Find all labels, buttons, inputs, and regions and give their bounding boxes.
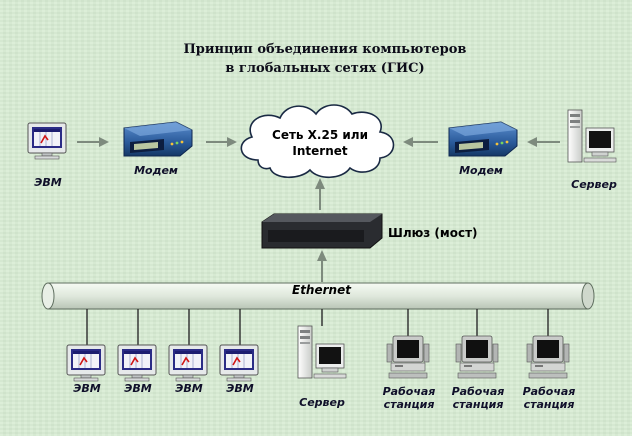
workstation-label-line-1: Рабочая (451, 385, 505, 398)
evm-label-2: ЭВМ (124, 382, 152, 395)
workstation-icon (455, 335, 499, 379)
arrow-icon (315, 178, 325, 189)
monitor-icon (168, 344, 208, 382)
workstation-label-line-2: станция (383, 398, 435, 411)
arrow-icon (527, 137, 537, 147)
cloud-label-line-2: Internet (292, 144, 348, 158)
workstation-label-2: Рабочая станция (447, 385, 509, 411)
arrow-icon (227, 137, 237, 147)
arrow-icon (317, 250, 327, 261)
monitor-icon (66, 344, 106, 382)
modem-label-left: Модем (134, 164, 178, 177)
workstation-icon (386, 335, 430, 379)
evm-label-3: ЭВМ (175, 382, 203, 395)
title-line-1: Принцип объединения компьютеров (183, 42, 467, 57)
monitor-icon (219, 344, 259, 382)
modem-label-right: Модем (459, 164, 503, 177)
workstation-label-line-2: станция (452, 398, 504, 411)
ethernet-bus (41, 282, 595, 310)
workstation-label-line-2: станция (523, 398, 575, 411)
modem-icon (123, 121, 193, 157)
ethernet-label: Ethernet (292, 283, 351, 297)
title-line-2: в глобальных сетях (ГИС) (225, 61, 425, 76)
evm-label-4: ЭВМ (226, 382, 254, 395)
evm-label-top: ЭВМ (34, 176, 62, 189)
server-label-top: Сервер (571, 178, 617, 191)
server-label-bottom: Сервер (299, 396, 345, 409)
tower-server-icon (567, 109, 617, 163)
evm-label-1: ЭВМ (73, 382, 101, 395)
workstation-label-3: Рабочая станция (518, 385, 580, 411)
modem-icon (448, 121, 518, 157)
workstation-label-1: Рабочая станция (378, 385, 440, 411)
cloud-label-line-1: Сеть X.25 или (272, 128, 368, 142)
router-icon (261, 213, 383, 249)
monitor-icon (117, 344, 157, 382)
arrow-icon (403, 137, 413, 147)
page-title: Принцип объединения компьютеров в глобал… (120, 40, 530, 78)
workstation-icon (526, 335, 570, 379)
workstation-label-line-1: Рабочая (382, 385, 436, 398)
monitor-icon (27, 122, 67, 160)
arrow-icon (99, 137, 109, 147)
workstation-label-line-1: Рабочая (522, 385, 576, 398)
cloud-label: Сеть X.25 или Internet (250, 127, 390, 159)
tower-server-icon (297, 325, 347, 379)
gateway-label: Шлюз (мост) (388, 226, 478, 240)
cloud-icon (240, 104, 395, 179)
